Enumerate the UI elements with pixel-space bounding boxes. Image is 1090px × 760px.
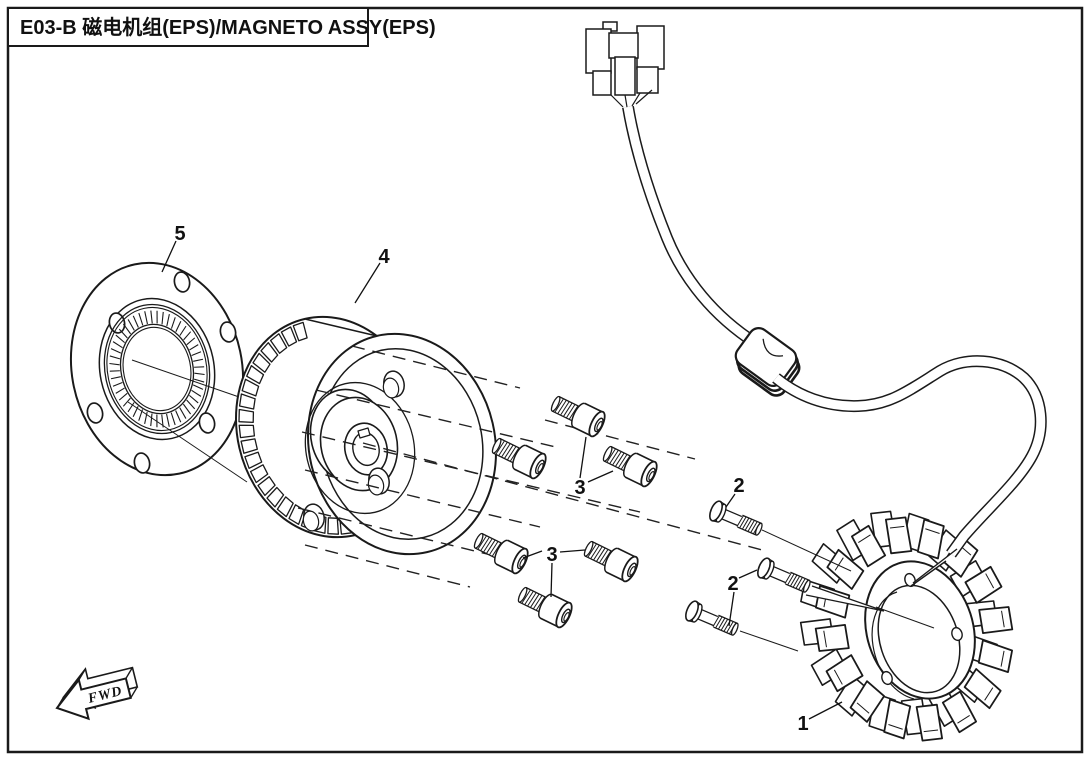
leader-lines	[161, 240, 843, 720]
title-block: E03-B 磁电机组(EPS)/MAGNETO ASSY(EPS)	[7, 7, 436, 47]
callout-3-upper: 3	[574, 477, 585, 499]
callout-5: 5	[174, 223, 185, 245]
leader-3u-b	[587, 470, 614, 483]
leader-3l-b	[559, 549, 586, 553]
wire-harness	[585, 21, 1047, 587]
callout-2-upper: 2	[733, 475, 744, 497]
callout-3-lower: 3	[546, 544, 557, 566]
leader-2u	[725, 493, 736, 508]
part-stator	[799, 510, 1014, 742]
part-starter-clutch-ring	[69, 261, 248, 483]
fwd-edge-4	[130, 686, 138, 699]
leader-2l-b	[728, 591, 735, 627]
fwd-edge-2	[78, 668, 87, 681]
bolt-group-3	[473, 395, 658, 629]
fwd-edge-3	[125, 667, 134, 679]
callout-4: 4	[378, 246, 390, 268]
axis-dashed-lines	[297, 345, 763, 588]
page-title: E03-B 磁电机组(EPS)/MAGNETO ASSY(EPS)	[20, 15, 436, 39]
leader-5	[161, 240, 177, 273]
fwd-arrow: FWD	[55, 666, 139, 721]
pointer-lines	[739, 529, 885, 652]
callout-1: 1	[797, 713, 808, 735]
leader-3l-a	[522, 550, 543, 559]
bolt-group-2	[685, 500, 811, 636]
leader-3u-a	[579, 436, 587, 479]
leader-4	[354, 262, 381, 304]
fwd-arrow-face	[55, 677, 132, 721]
part-flywheel-rotor	[235, 315, 497, 556]
leader-1	[808, 701, 843, 720]
leader-3l-c	[550, 562, 553, 598]
title-box	[7, 7, 369, 47]
callout-2-lower: 2	[727, 573, 738, 595]
callout-labels: 5 4 3 3 2 2 1	[174, 223, 808, 735]
leader-2l-a	[738, 569, 758, 579]
